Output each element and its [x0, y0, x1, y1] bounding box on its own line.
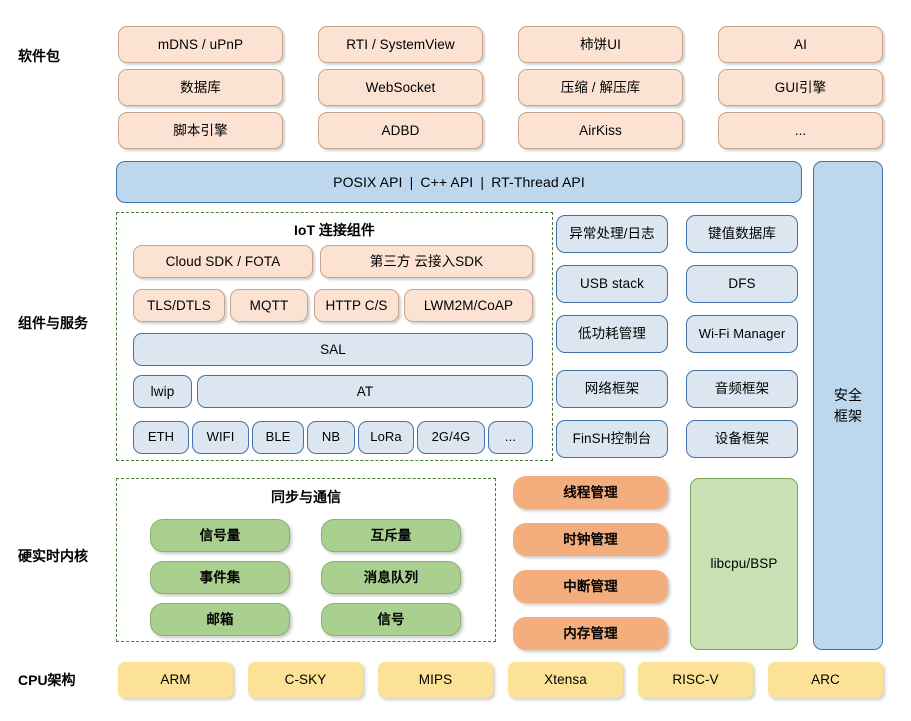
iot-protocol-box[interactable]: MQTT — [230, 289, 308, 322]
software-package-box[interactable]: ... — [718, 112, 883, 149]
cpu-architecture-box[interactable]: ARC — [768, 662, 883, 698]
security-framework-line2: 框架 — [833, 407, 863, 424]
iot-link-box[interactable]: WIFI — [192, 421, 249, 454]
iot-protocol-box[interactable]: HTTP C/S — [314, 289, 399, 322]
software-package-box[interactable]: AI — [718, 26, 883, 63]
kernel-management-box[interactable]: 线程管理 — [513, 476, 668, 509]
component-box[interactable]: Wi-Fi Manager — [686, 315, 798, 353]
software-package-box[interactable]: 压缩 / 解压库 — [518, 69, 683, 106]
iot-third-party-cloud-box[interactable]: 第三方 云接入SDK — [320, 245, 533, 278]
kernel-sync-box[interactable]: 信号量 — [150, 519, 290, 552]
kernel-sync-box[interactable]: 事件集 — [150, 561, 290, 594]
kernel-sync-box[interactable]: 消息队列 — [321, 561, 461, 594]
cpu-architecture-box[interactable]: C-SKY — [248, 662, 363, 698]
component-box[interactable]: 异常处理/日志 — [556, 215, 668, 253]
software-package-box[interactable]: 柿饼UI — [518, 26, 683, 63]
software-package-box[interactable]: RTI / SystemView — [318, 26, 483, 63]
iot-connectivity-group-title: IoT 连接组件 — [294, 222, 375, 238]
iot-link-box[interactable]: NB — [307, 421, 355, 454]
software-package-box[interactable]: GUI引擎 — [718, 69, 883, 106]
component-box[interactable]: 音频框架 — [686, 370, 798, 408]
row-label-components-services: 组件与服务 — [18, 315, 88, 331]
component-box[interactable]: USB stack — [556, 265, 668, 303]
iot-link-box[interactable]: ... — [488, 421, 533, 454]
kernel-management-box[interactable]: 中断管理 — [513, 570, 668, 603]
component-box[interactable]: FinSH控制台 — [556, 420, 668, 458]
row-label-hard-realtime-kernel: 硬实时内核 — [18, 548, 88, 564]
component-box[interactable]: 设备框架 — [686, 420, 798, 458]
iot-link-box[interactable]: ETH — [133, 421, 189, 454]
software-package-box[interactable]: WebSocket — [318, 69, 483, 106]
iot-sal-box[interactable]: SAL — [133, 333, 533, 366]
cpu-architecture-box[interactable]: MIPS — [378, 662, 493, 698]
component-box[interactable]: 网络框架 — [556, 370, 668, 408]
component-box[interactable]: DFS — [686, 265, 798, 303]
iot-protocol-box[interactable]: LWM2M/CoAP — [404, 289, 533, 322]
software-package-box[interactable]: AirKiss — [518, 112, 683, 149]
iot-connectivity-group — [116, 212, 553, 461]
kernel-management-box[interactable]: 内存管理 — [513, 617, 668, 650]
component-box[interactable]: 低功耗管理 — [556, 315, 668, 353]
security-framework-column: 安全 框架 — [813, 161, 883, 650]
software-package-box[interactable]: 脚本引擎 — [118, 112, 283, 149]
sync-communication-group — [116, 478, 496, 642]
cpu-architecture-box[interactable]: RISC-V — [638, 662, 753, 698]
cpu-architecture-box[interactable]: Xtensa — [508, 662, 623, 698]
kernel-management-box[interactable]: 时钟管理 — [513, 523, 668, 556]
iot-protocol-box[interactable]: TLS/DTLS — [133, 289, 225, 322]
software-package-box[interactable]: 数据库 — [118, 69, 283, 106]
sync-communication-group-title: 同步与通信 — [271, 489, 341, 505]
iot-lwip-box[interactable]: lwip — [133, 375, 192, 408]
kernel-sync-box[interactable]: 互斥量 — [321, 519, 461, 552]
libcpu-bsp-box[interactable]: libcpu/BSP — [690, 478, 798, 650]
component-box[interactable]: 键值数据库 — [686, 215, 798, 253]
row-label-cpu-architecture: CPU架构 — [18, 672, 76, 688]
iot-cloud-sdk-box[interactable]: Cloud SDK / FOTA — [133, 245, 313, 278]
kernel-sync-box[interactable]: 信号 — [321, 603, 461, 636]
kernel-sync-box[interactable]: 邮箱 — [150, 603, 290, 636]
software-package-box[interactable]: ADBD — [318, 112, 483, 149]
api-bar: POSIX API | C++ API | RT-Thread API — [116, 161, 802, 203]
iot-link-box[interactable]: LoRa — [358, 421, 414, 454]
iot-at-box[interactable]: AT — [197, 375, 533, 408]
row-label-software-packages: 软件包 — [18, 48, 60, 64]
software-package-box[interactable]: mDNS / uPnP — [118, 26, 283, 63]
iot-link-box[interactable]: BLE — [252, 421, 304, 454]
cpu-architecture-box[interactable]: ARM — [118, 662, 233, 698]
iot-link-box[interactable]: 2G/4G — [417, 421, 485, 454]
security-framework-line1: 安全 — [833, 386, 863, 403]
